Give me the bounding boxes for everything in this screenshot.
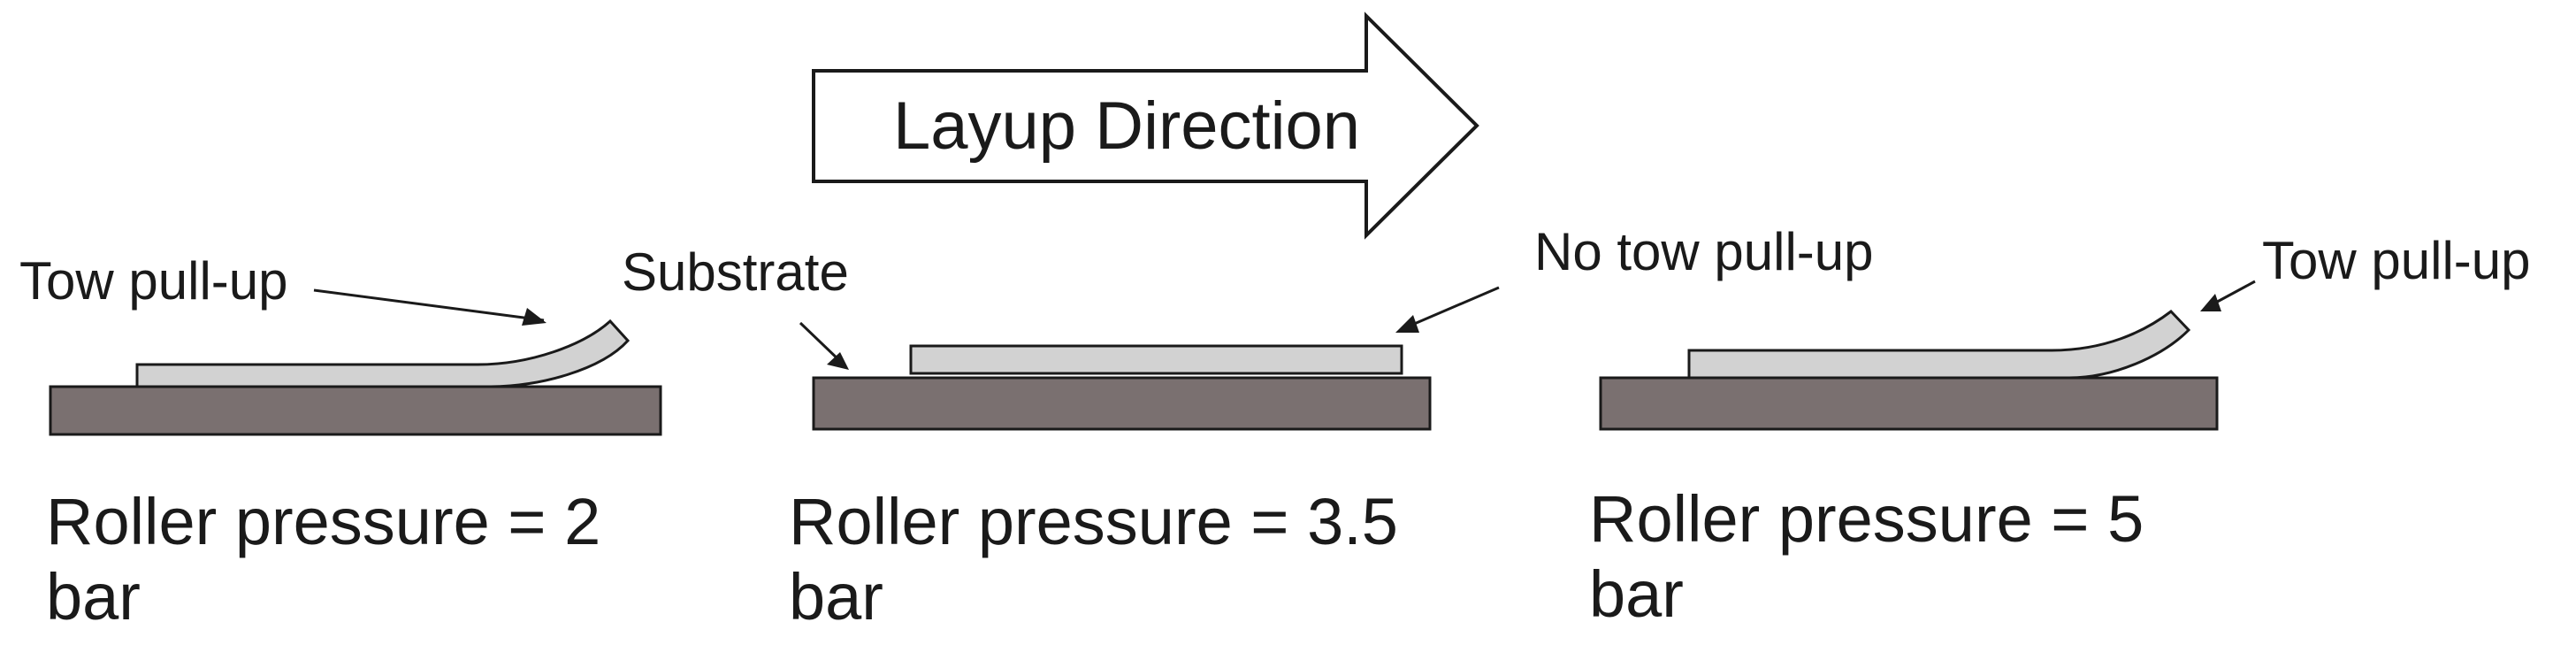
panel-roller-pressure-2: Tow pull-up Roller pressure = 2 bar [19, 251, 662, 633]
panel-roller-pressure-5: Tow pull-up Roller pressure = 5 bar [1589, 231, 2531, 631]
tow-pulled-up [1687, 309, 2191, 380]
no-pull-up-leader-arrowhead [1395, 315, 1419, 333]
layup-direction-arrow-shape [812, 12, 1479, 240]
substrate-plate [812, 376, 1432, 431]
caption-line1: Roller pressure = 3.5 [789, 485, 1398, 558]
leader-line [313, 288, 545, 322]
leader-arrowhead [2200, 294, 2221, 311]
callout-no-tow-pull-up: No tow pull-up [1534, 222, 1874, 281]
tow-flat [909, 344, 1403, 375]
substrate-leader-line [799, 321, 844, 365]
caption-line1: Roller pressure = 5 [1589, 482, 2144, 556]
caption-line2: bar [789, 560, 883, 633]
leader-arrowhead [522, 308, 547, 326]
leader-line [2210, 280, 2256, 307]
callout-tow-pull-up: Tow pull-up [2262, 231, 2531, 290]
callout-substrate: Substrate [622, 242, 849, 302]
panel-roller-pressure-3-5: Substrate No tow pull-up Roller pressure… [622, 222, 1874, 633]
caption-line2: bar [1589, 557, 1684, 631]
caption-line2: bar [46, 560, 141, 633]
substrate-plate [49, 385, 662, 436]
no-pull-up-leader-line [1405, 286, 1500, 329]
caption-line1: Roller pressure = 2 [46, 485, 600, 558]
layup-direction-label: Layup Direction [893, 88, 1360, 164]
tow-pulled-up [135, 319, 631, 388]
callout-tow-pull-up: Tow pull-up [19, 251, 288, 311]
substrate-leader-arrowhead [827, 352, 849, 370]
layup-direction-arrow: Layup Direction [812, 12, 1479, 240]
substrate-plate [1599, 376, 2219, 431]
